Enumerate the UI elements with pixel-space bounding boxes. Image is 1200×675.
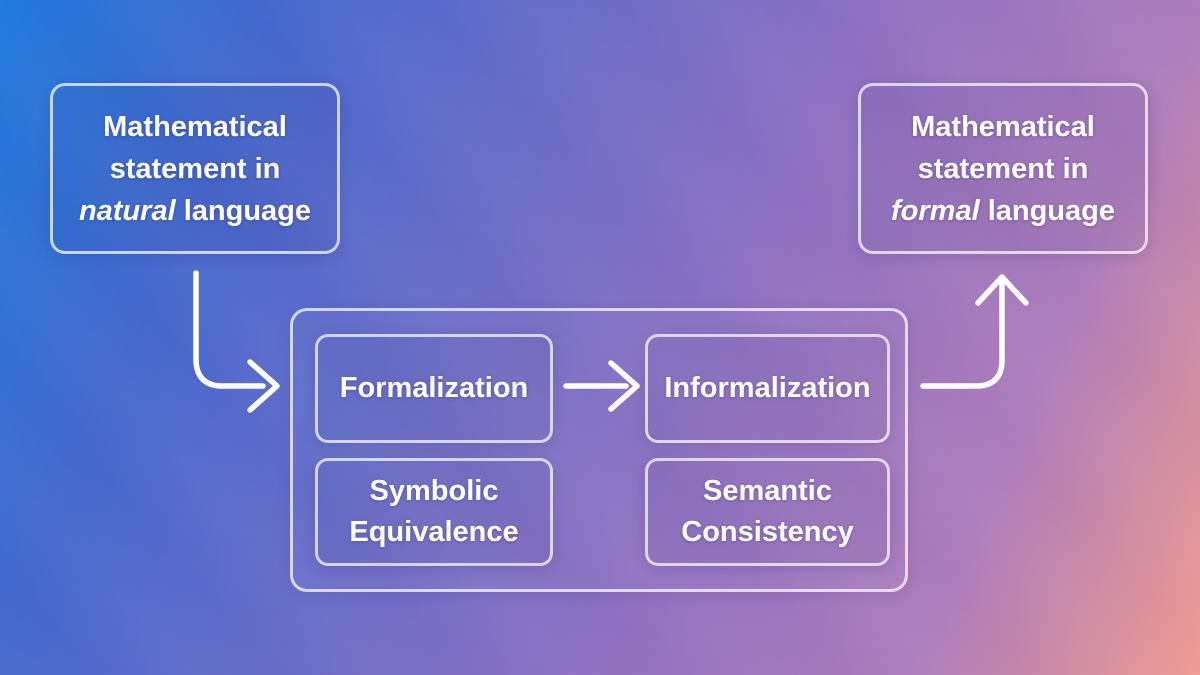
node-line: Symbolic — [369, 475, 499, 507]
node-line: statement in — [109, 152, 281, 185]
node-semantic-consistency: Semantic Consistency — [645, 458, 890, 566]
arrowhead-right-icon — [247, 359, 280, 413]
pipeline-panel — [290, 308, 908, 592]
node-symbolic-equivalence: Symbolic Equivalence — [315, 458, 553, 566]
node-line: natural language — [79, 190, 311, 232]
node-label: Formalization — [339, 372, 529, 404]
node-line-rest: language — [175, 194, 312, 227]
node-formalization: Formalization — [315, 334, 553, 443]
arrowhead-up-icon — [975, 274, 1029, 306]
italic-word-natural: natural — [78, 194, 176, 227]
node-natural-statement: Mathematical statement in natural langua… — [50, 83, 340, 254]
node-line: formal language — [891, 190, 1115, 232]
node-formal-statement: Mathematical statement in formal languag… — [858, 83, 1148, 254]
node-line: Mathematical — [911, 110, 1095, 143]
node-informalization: Informalization — [645, 334, 890, 443]
node-line: statement in — [917, 152, 1089, 185]
arrow-pipeline-to-formal — [920, 274, 1029, 389]
node-line-rest: language — [979, 194, 1115, 227]
node-line: Consistency — [681, 516, 854, 548]
arrow-shaft — [920, 281, 1005, 389]
node-line: Semantic — [703, 475, 832, 507]
arrow-shaft — [193, 270, 266, 389]
italic-word-formal: formal — [891, 194, 980, 227]
node-line: Mathematical — [103, 110, 287, 143]
arrow-natural-to-pipeline — [193, 270, 280, 413]
node-label: Informalization — [664, 372, 871, 404]
node-line: Equivalence — [349, 516, 519, 548]
